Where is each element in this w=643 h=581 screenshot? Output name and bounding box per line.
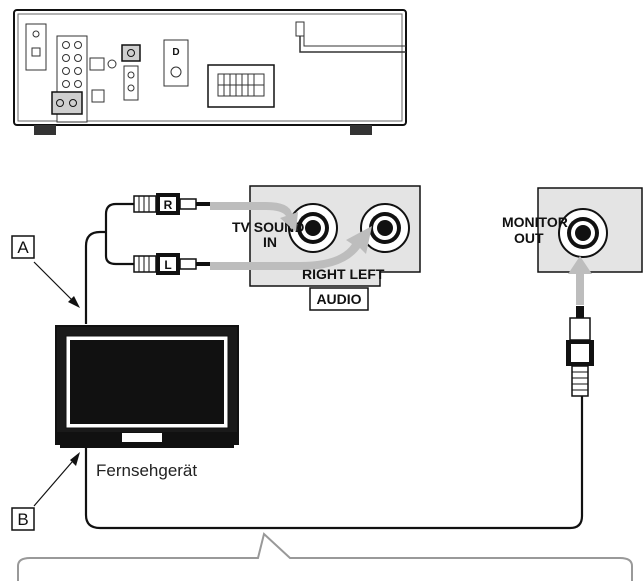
cables (84, 202, 584, 530)
rca-plug-right: R (133, 193, 210, 215)
tv-caption: Fernsehgerät (96, 461, 197, 480)
video-cable (84, 396, 584, 530)
tv-sound-in-label-line2: IN (263, 234, 277, 250)
rca-plug-video (566, 306, 594, 397)
callout-b-label: B (17, 510, 28, 529)
info-bubble (17, 532, 633, 581)
audio-panel-title: AUDIO (316, 291, 361, 307)
voltage-selector (25, 23, 47, 71)
plug-label-r: R (164, 198, 173, 212)
monitor-out-panel: MONITOR OUT (502, 187, 643, 273)
rear-jack-cluster (51, 35, 117, 123)
left-audio-jack (360, 203, 410, 253)
speaker-terminals (207, 64, 275, 108)
callout-a: A (11, 235, 80, 308)
audio-title-box (309, 287, 369, 311)
tv-set: Fernsehgerät (55, 325, 239, 480)
antenna-panel: D (163, 39, 189, 87)
channel-labels: RIGHT LEFT (302, 266, 385, 282)
monitor-out-jack (558, 208, 608, 258)
monitor-jack-highlight (121, 44, 141, 101)
receiver-rear-panel: D (13, 9, 407, 135)
direction-arrows (210, 202, 592, 305)
receiver-foot-left (34, 125, 56, 135)
audio-cable (84, 230, 106, 324)
rca-plug-left: L (133, 253, 210, 275)
plug-label-l: L (164, 258, 171, 272)
receiver-foot-right (350, 125, 372, 135)
arrow-left-channel (210, 226, 372, 270)
audio-cable-l-branch (104, 232, 134, 266)
audio-cable-r-branch (104, 202, 134, 232)
callout-b: B (11, 452, 80, 531)
monitor-label-line1: MONITOR (502, 214, 568, 230)
monitor-label-line2: OUT (514, 230, 544, 246)
callout-a-label: A (17, 238, 29, 257)
arrow-monitor (568, 256, 592, 305)
tv-control-panel (122, 433, 162, 442)
audio-jack-highlight (51, 91, 83, 115)
arrow-right-channel (210, 202, 298, 232)
right-audio-jack (288, 203, 338, 253)
device-panel-icon: D (172, 47, 179, 58)
audio-input-panel: TV SOUND IN RIGHT LEFT AUDIO (232, 185, 421, 311)
power-cord (295, 21, 406, 53)
